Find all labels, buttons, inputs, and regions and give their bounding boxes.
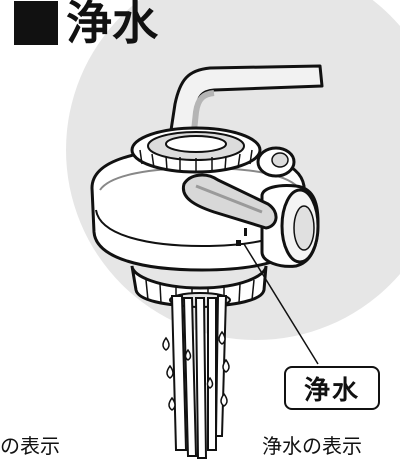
title-square-icon xyxy=(14,1,58,45)
top-knob xyxy=(256,146,296,178)
filter-device-body xyxy=(90,126,320,308)
page-title: 浄水 xyxy=(14,0,158,48)
title-text: 浄水 xyxy=(66,0,158,50)
caption-right: 浄水の表示 xyxy=(262,434,362,458)
switch-lever xyxy=(181,173,278,230)
indicator-marks xyxy=(236,228,247,246)
water-streams xyxy=(162,295,230,459)
faucet-spout xyxy=(166,64,324,152)
caption-left: の表示 xyxy=(0,434,60,458)
side-cap xyxy=(260,184,320,268)
mode-badge: 浄水 xyxy=(284,366,380,410)
leader-line xyxy=(243,243,319,365)
